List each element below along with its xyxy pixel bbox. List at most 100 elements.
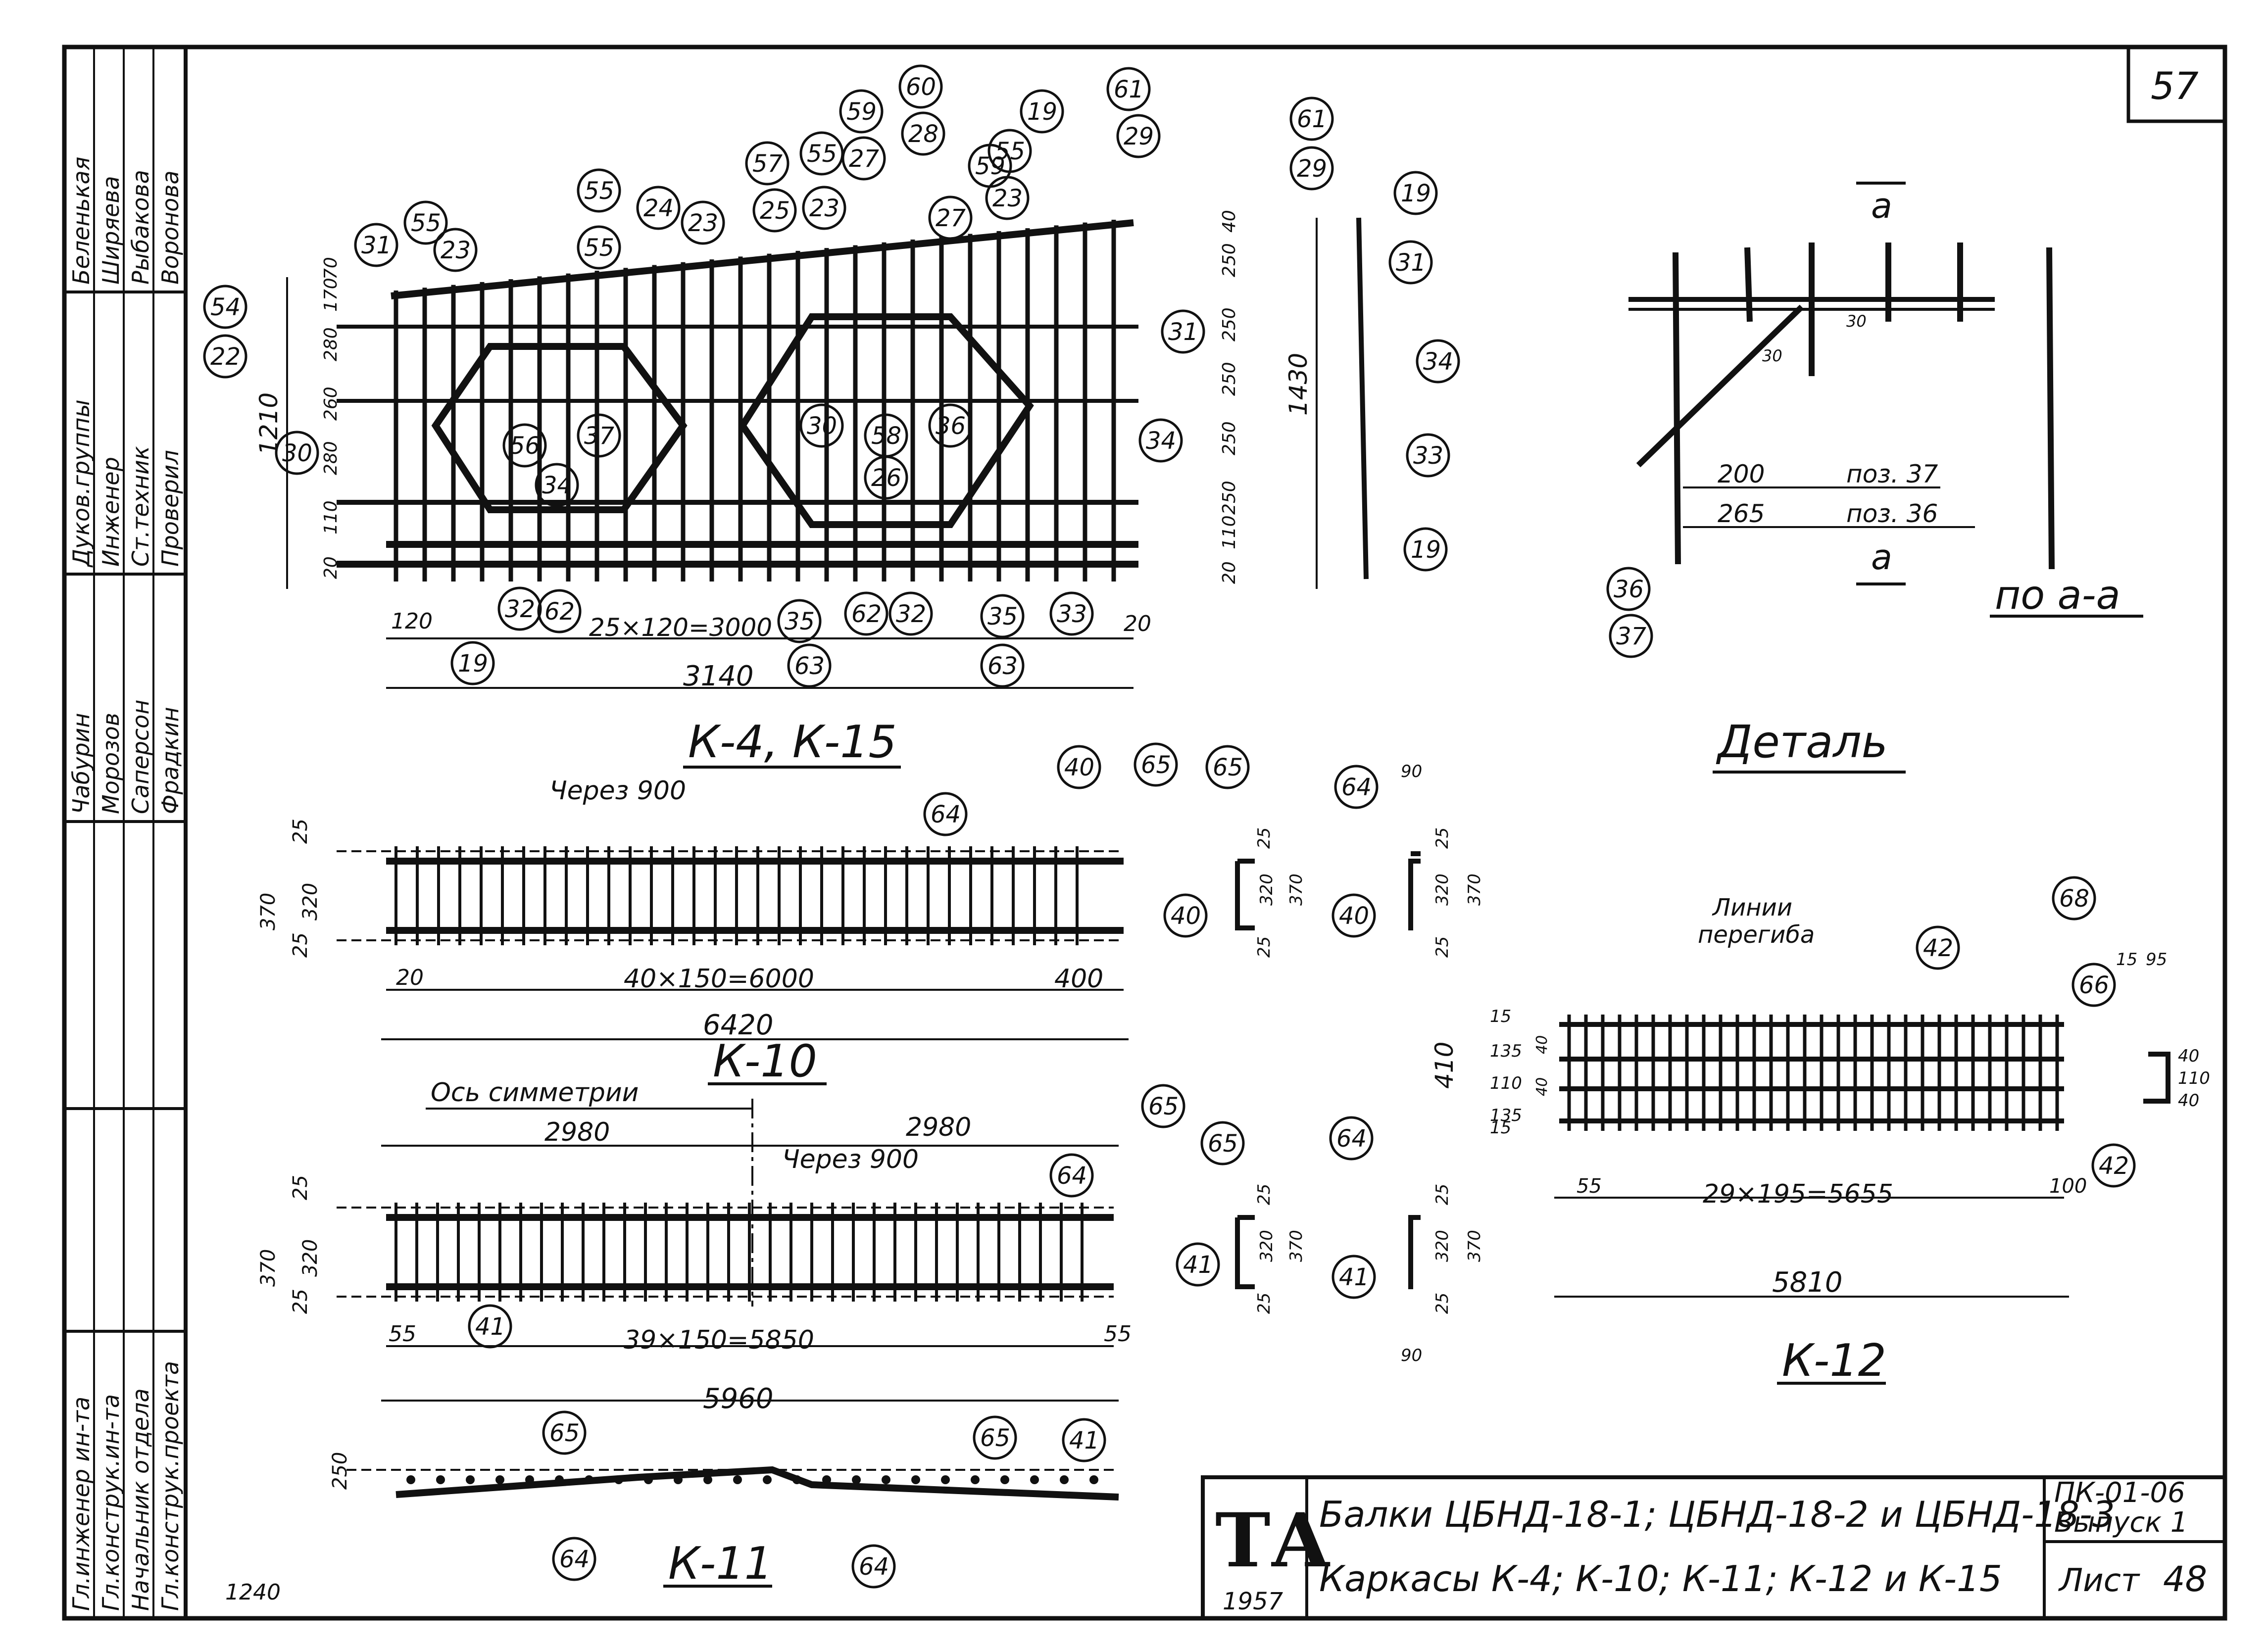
k4-callout: 23 [441,237,471,264]
k4-callout: 29 [1124,123,1154,150]
k4-callout-circle [1106,67,1151,111]
k12-callout-circle [1916,925,1960,970]
detail-section-label: по а-а [1995,572,2120,618]
k10-height-dim: 25 [289,932,312,958]
k4-callout: 19 [458,650,488,678]
detail-callout: 37 [1616,623,1647,650]
k4-callout: 30 [807,412,837,440]
k10-section-b-callout: 40 [1339,902,1369,930]
k12-inner-dim: 40 [1533,1035,1551,1054]
k11-bent-bar [395,1466,1119,1501]
k11-callout: 64 [559,1546,590,1573]
k11-dot [614,1475,623,1484]
k4-callout: 35 [987,603,1018,630]
ksym-height-dim: 370 [257,1249,280,1287]
k4-callout-circle [502,423,547,468]
ksym-height-dim: 25 [289,1289,312,1314]
ksym-dim-half-left: 2980 [544,1117,610,1147]
k11-dot [1030,1475,1039,1484]
k4-callout-circle [577,413,621,458]
k4-side-callout: 19 [1401,180,1431,207]
k4-callout-circle [636,186,681,230]
k4-callout: 28 [908,120,938,148]
sheet-label: Лист [2058,1562,2140,1599]
k12-section-dim: 40 [2178,1091,2199,1111]
k4-callout-circle [985,176,1030,220]
k4-left-dim: 280 [321,441,341,475]
k11-callout-circle [1062,1418,1106,1462]
k4-callout-circle [403,200,448,245]
k11-callout: 65 [980,1424,1010,1452]
k4-callout-circle [681,200,725,245]
ksym-dim-left-label: 55 [389,1321,416,1347]
k4-side-callout-circle [1393,171,1438,215]
k4-callout-circle [864,455,908,500]
k4-callout: 61 [1114,76,1144,103]
k4-callout-circle [497,586,542,631]
detail-section-bar [2046,247,2055,570]
k11-dot [525,1475,534,1484]
k11-dot [971,1475,980,1484]
ksym-callout: 41 [475,1313,505,1341]
k4-callout: 37 [584,422,615,450]
detail-callout: 36 [1614,576,1644,603]
k11-title: К-11 [668,1538,773,1590]
k11-height: 250 [329,1452,351,1490]
k10-callout: 64 [931,801,961,828]
k4-title: К-4, К-15 [688,716,897,768]
k12-inner-dim: 40 [1533,1077,1551,1096]
k10-section-a-dim: 25 [1254,827,1274,849]
k4-side-callout: 31 [1396,249,1426,277]
k10-callout: 65 [1141,751,1171,779]
k4-callout: 23 [992,185,1023,212]
k10-title: К-10 [713,1035,817,1087]
k10-section-b-dim: 25 [1432,936,1452,958]
k4-left-dim: 170 [321,278,341,312]
signature-entry: Воронова [157,170,184,285]
ksym-section-a-callout-circle [1200,1121,1245,1165]
ksym-section-b-callout-circle [1329,1116,1374,1161]
k4-callout-circle [1161,309,1205,354]
k11-dot [406,1475,415,1484]
k4-callout-circle [1116,114,1161,158]
k4-callout-circle [839,89,884,134]
k4-dim-total-label: 3140 [683,660,754,692]
k4-callout-circle [1138,418,1183,463]
k4-callout-circle [841,136,886,181]
detail-vertical-bar [1744,247,1753,322]
k10-dim-pitch-label: 40×150=6000 [624,964,814,994]
k4-side-callout-circle [1289,146,1334,191]
k4-callout-circle [799,403,844,448]
k4-callout: 27 [849,145,880,173]
k10-section-a-callout-circle [1205,745,1250,789]
k11-dot [555,1475,564,1484]
k11-dot [852,1475,861,1484]
k4-dim-right-label: 20 [1124,611,1151,636]
k4-callout-circle [898,64,943,109]
k4-callout-circle [203,334,247,379]
k4-side-callout-circle [1388,240,1433,285]
k4-callout: 63 [987,652,1018,680]
ksym-dim-total-label: 5960 [703,1383,774,1415]
detail-view: 200 поз. 37 265 поз. 36 30 30 а а по а-а… [1606,182,2143,774]
signature-entry: Саперсон [127,700,154,814]
k4-callout-circle [928,403,973,448]
k4-left-dim: 260 [321,387,341,421]
k10-note: Через 900 [549,776,686,806]
k11-dot [882,1475,890,1484]
k4-callout: 58 [871,422,901,450]
k12-section-dim: 95 [2146,950,2167,970]
k4-callout-circle [802,186,846,230]
ksym-section-b-dim: 90 [1401,1346,1422,1365]
k12-section-dim: 15 [2116,950,2137,970]
k11-dot [703,1475,712,1484]
k10-section-a-callout-circle [1163,893,1208,938]
k10-section-a-callout: 65 [1213,754,1243,781]
signature-entry: Проверил [157,450,184,567]
k10-dim-right-label: 400 [1054,964,1103,994]
